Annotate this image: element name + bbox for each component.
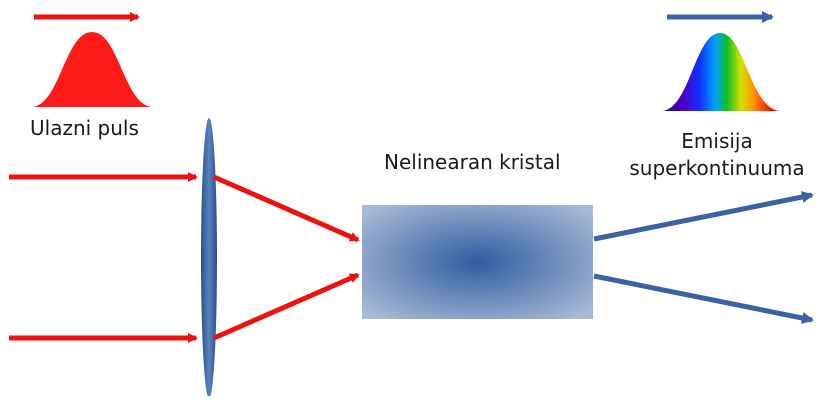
supercontinuum-spectrum-shape (662, 33, 780, 111)
emission-label-line-1: Emisija (681, 129, 753, 153)
focused-beam-bottom (212, 272, 360, 341)
input-pulse-shape (32, 32, 152, 107)
emission-label-line-2: superkontinuuma (629, 156, 805, 180)
focusing-lens (201, 118, 217, 398)
output-beam-top (593, 191, 814, 242)
nonlinear-crystal (362, 205, 593, 319)
focused-beam-top (212, 174, 360, 243)
crystal-label: Nelinearan kristal (384, 150, 561, 174)
supercontinuum-emission-label: Emisija superkontinuuma (614, 128, 820, 182)
output-beam-bottom (593, 273, 814, 324)
input-pulse-label: Ulazni puls (30, 116, 139, 140)
